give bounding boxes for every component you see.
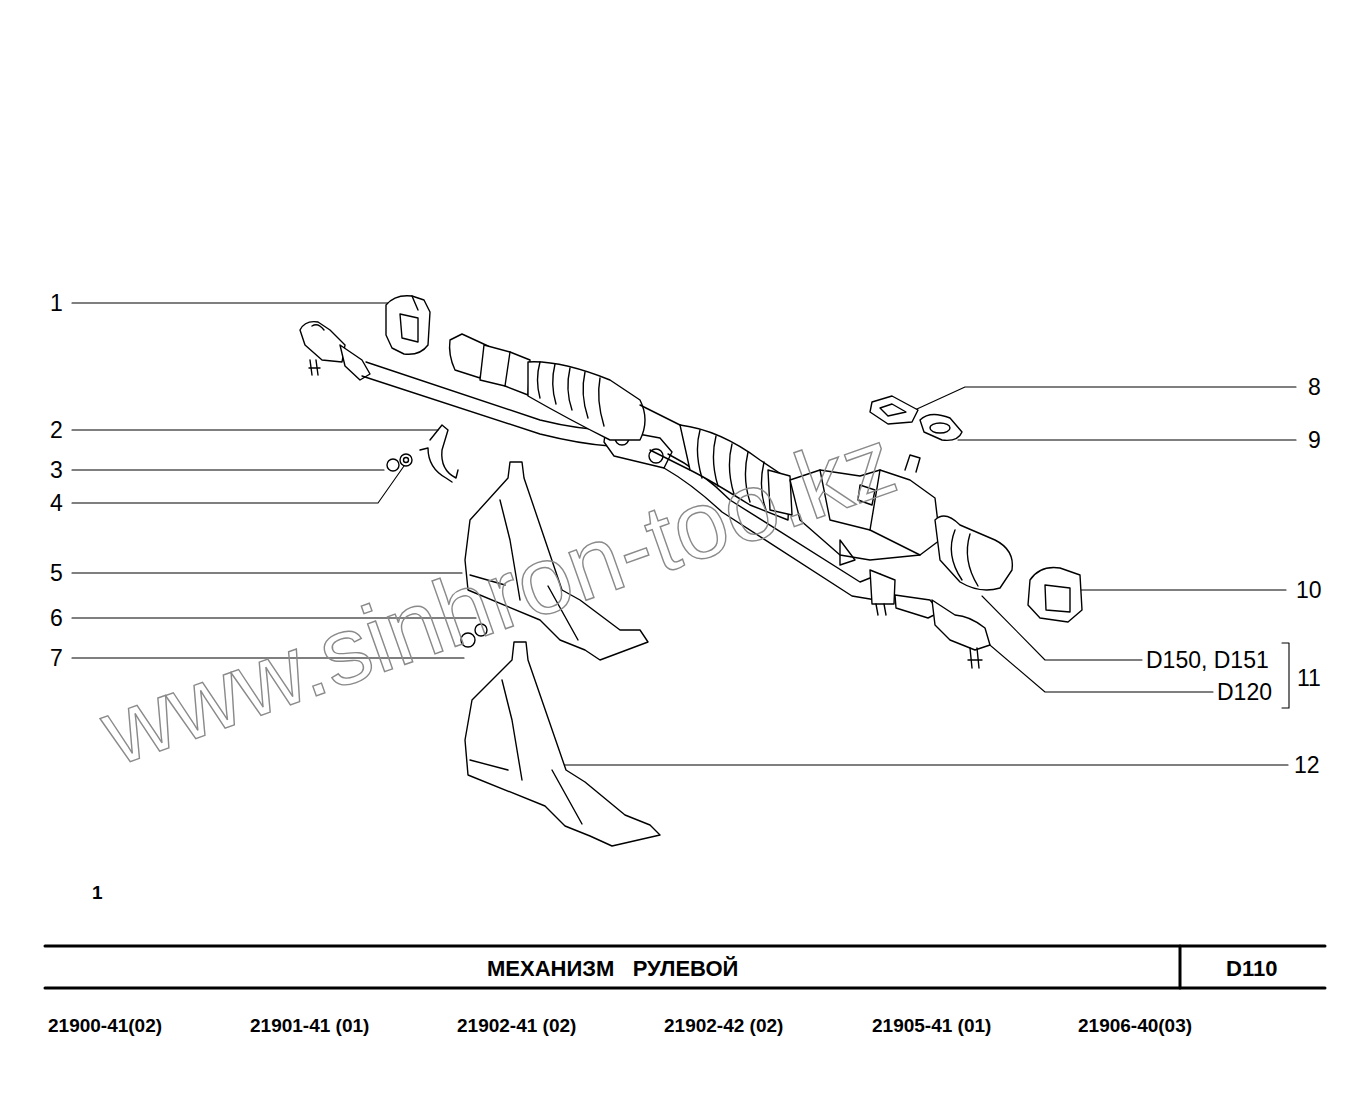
callout-number: 9 <box>1308 429 1321 452</box>
callout-number: 5 <box>50 562 63 585</box>
callout-number: 3 <box>50 459 63 482</box>
model-code: 21900-41(02) <box>48 1016 162 1035</box>
callout-number: 6 <box>50 607 63 630</box>
model-code: 21901-41 (01) <box>250 1016 369 1035</box>
model-code: 21906-40(03) <box>1078 1016 1192 1035</box>
callout-number: 12 <box>1294 754 1320 777</box>
section-code: D110 <box>1226 958 1277 980</box>
callout-number: 11 <box>1297 667 1321 690</box>
variant-code: D120 <box>1217 681 1272 704</box>
model-code: 21902-41 (02) <box>457 1016 576 1035</box>
callout-number: 7 <box>50 647 63 670</box>
model-code: 21902-42 (02) <box>664 1016 783 1035</box>
callout-number: 2 <box>50 419 63 442</box>
callout-number: 1 <box>50 292 63 315</box>
variant-code: D150, D151 <box>1146 649 1269 672</box>
callout-number: 10 <box>1296 579 1322 602</box>
callout-number: 8 <box>1308 376 1321 399</box>
model-code: 21905-41 (01) <box>872 1016 991 1035</box>
callout-number: 4 <box>50 492 63 515</box>
title: МЕХАНИЗМ РУЛЕВОЙ <box>487 958 738 980</box>
page-number: 1 <box>92 883 103 902</box>
